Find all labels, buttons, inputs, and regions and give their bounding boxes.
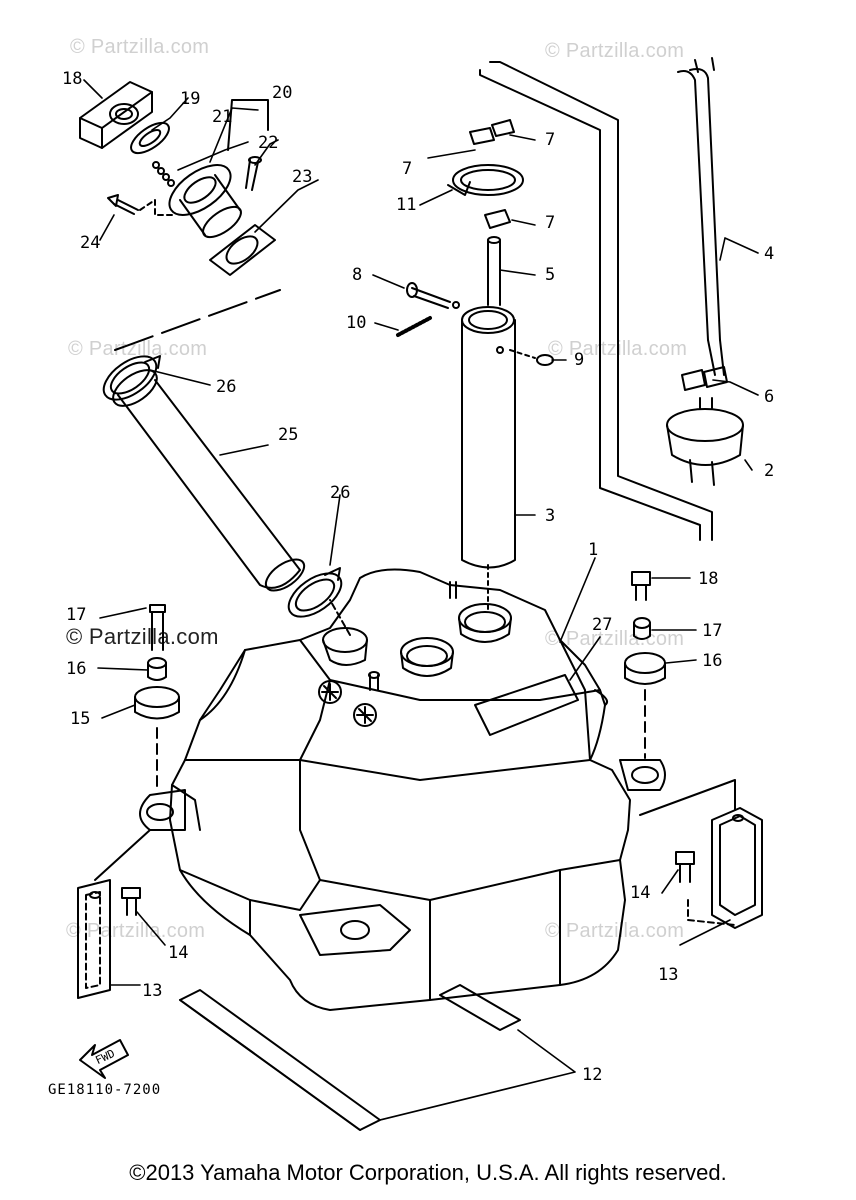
fwd-label: FWD xyxy=(93,1047,117,1067)
tank-pads xyxy=(179,984,521,1131)
callout-26: 26 xyxy=(330,483,350,503)
mount-parts xyxy=(77,571,763,999)
callout-numbers: 18 19 20 21 22 23 24 26 25 26 7 7 11 7 5… xyxy=(62,69,774,1085)
fuel-tank xyxy=(139,568,666,1011)
callout-16: 16 xyxy=(702,651,722,671)
callout-15: 15 xyxy=(70,709,90,729)
callout-16: 16 xyxy=(66,659,86,679)
callout-13: 13 xyxy=(658,965,678,985)
callout-6: 6 xyxy=(764,387,774,407)
callout-26: 26 xyxy=(216,377,236,397)
callout-23: 23 xyxy=(292,167,312,187)
callout-7: 7 xyxy=(545,130,555,150)
callout-20: 20 xyxy=(272,83,292,103)
callout-18: 18 xyxy=(698,569,718,589)
fwd-arrow-icon: FWD xyxy=(79,1039,129,1079)
watermark: © Partzilla.com xyxy=(66,624,219,649)
callout-19: 19 xyxy=(180,89,200,109)
callout-27: 27 xyxy=(592,615,612,635)
copyright-notice: ©2013 Yamaha Motor Corporation, U.S.A. A… xyxy=(129,1160,727,1185)
pickup-tube xyxy=(396,119,554,611)
callout-2: 2 xyxy=(764,461,774,481)
diagram-code: GE18110-7200 xyxy=(48,1082,162,1098)
callout-18: 18 xyxy=(62,69,82,89)
leader-lines xyxy=(83,79,759,1121)
callout-4: 4 xyxy=(764,244,774,264)
callout-12: 12 xyxy=(582,1065,602,1085)
callout-11: 11 xyxy=(396,195,416,215)
callout-14: 14 xyxy=(168,943,188,963)
fuel-lines xyxy=(479,57,744,541)
callout-8: 8 xyxy=(352,265,362,285)
filler-cap-assembly xyxy=(79,81,276,276)
filler-hose xyxy=(102,289,351,636)
callout-25: 25 xyxy=(278,425,298,445)
callout-17: 17 xyxy=(66,605,86,625)
watermark: © Partzilla.com xyxy=(545,920,685,942)
callout-21: 21 xyxy=(212,107,232,127)
watermark: © Partzilla.com xyxy=(545,40,685,62)
callout-9: 9 xyxy=(574,350,584,370)
callout-13: 13 xyxy=(142,981,162,1001)
callout-22: 22 xyxy=(258,133,278,153)
callout-14: 14 xyxy=(630,883,650,903)
callout-24: 24 xyxy=(80,233,100,253)
callout-17: 17 xyxy=(702,621,722,641)
callout-1: 1 xyxy=(588,540,598,560)
watermark: © Partzilla.com xyxy=(68,338,208,360)
callout-7: 7 xyxy=(545,213,555,233)
watermark: © Partzilla.com xyxy=(66,920,206,942)
callout-3: 3 xyxy=(545,506,555,526)
callout-10: 10 xyxy=(346,313,366,333)
callout-5: 5 xyxy=(545,265,555,285)
watermark: © Partzilla.com xyxy=(70,36,210,58)
callout-7: 7 xyxy=(402,159,412,179)
